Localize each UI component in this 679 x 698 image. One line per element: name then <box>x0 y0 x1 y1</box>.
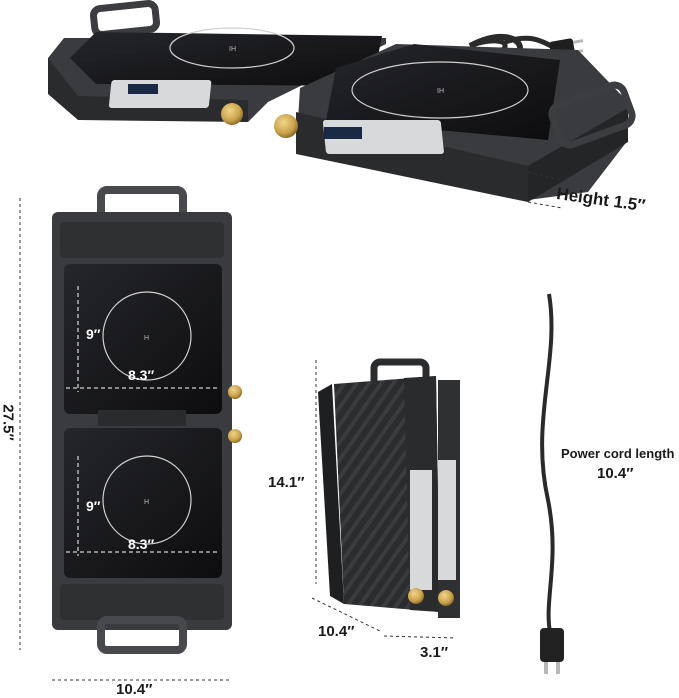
burner-bottom-diameter-label: 9″ <box>86 498 101 514</box>
burner-top-diameter-label: 9″ <box>86 326 101 342</box>
burner-bottom-width-label: 8.3″ <box>128 536 155 552</box>
right-cooktop-unit: IH <box>274 44 636 202</box>
svg-text:IH: IH <box>437 88 444 95</box>
width-label: 10.4″ <box>116 681 153 698</box>
folded-height-label: 14.1″ <box>268 474 305 491</box>
svg-text:H: H <box>144 499 149 506</box>
burner-top-width-label: 8.3″ <box>128 367 155 383</box>
cord-title-label: Power cord length <box>561 446 675 461</box>
power-plug-icon <box>540 293 564 674</box>
top-view-cooktop: H H <box>52 186 242 654</box>
length-label: 27.5″ <box>0 404 17 441</box>
cord-length-label: 10.4″ <box>597 465 634 482</box>
left-cooktop-unit: IH <box>48 0 386 125</box>
folded-width-label: 10.4″ <box>318 623 355 640</box>
svg-text:IH: IH <box>229 46 236 53</box>
folded-cooktop <box>318 358 460 618</box>
folded-depth-label: 3.1″ <box>420 644 449 661</box>
svg-text:H: H <box>144 335 149 342</box>
